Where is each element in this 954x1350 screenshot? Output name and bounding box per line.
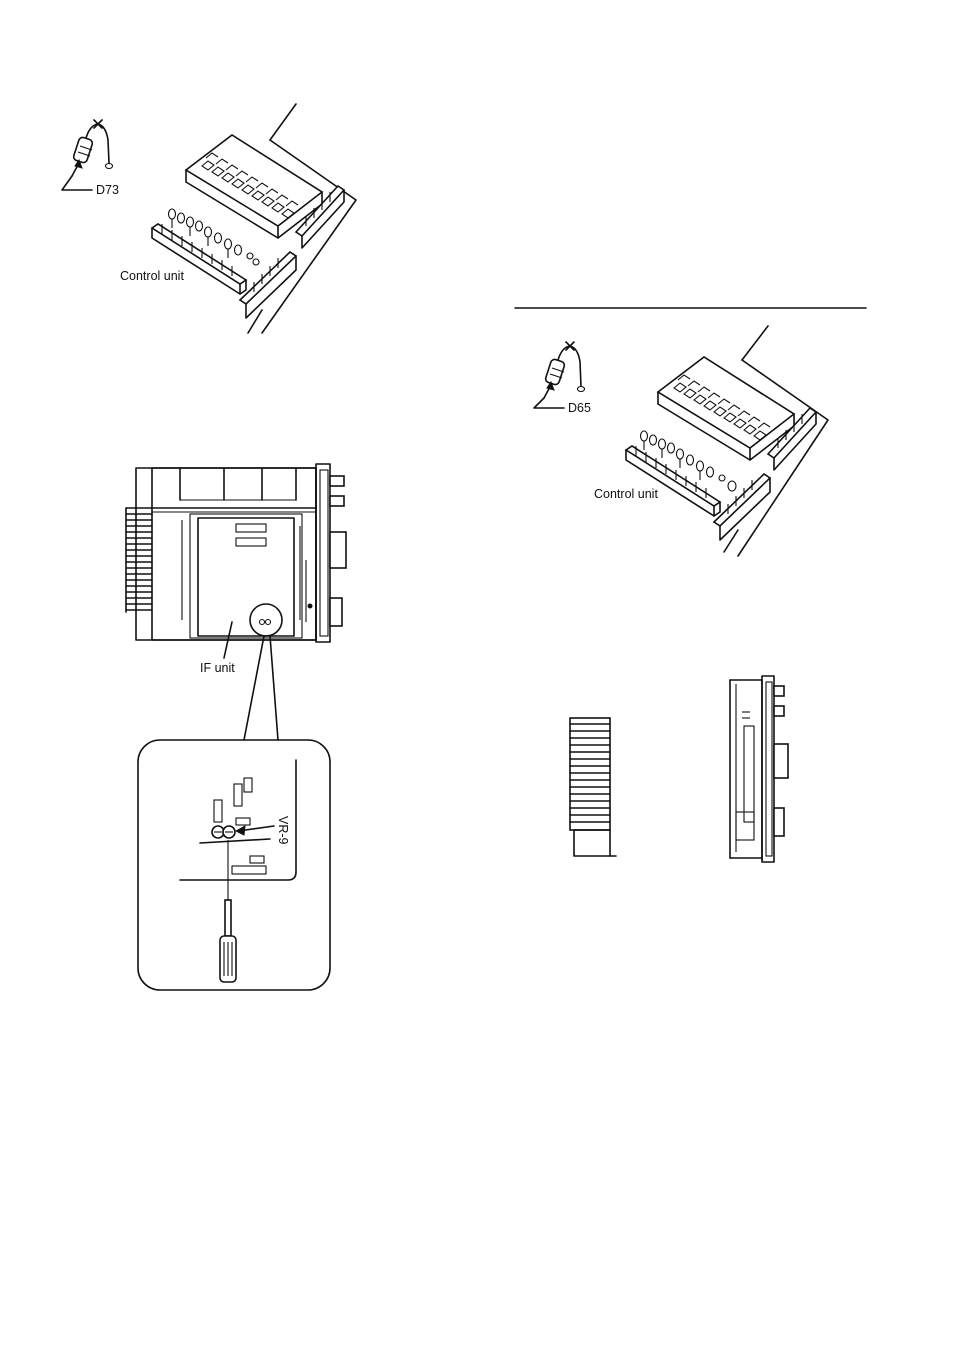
heatsink-fins-top-view — [126, 508, 152, 612]
ic-block-top — [186, 135, 322, 238]
connector-right-left — [626, 446, 720, 516]
label-control-unit-right: Control unit — [594, 487, 658, 501]
diode-d65 — [534, 342, 585, 408]
label-control-unit-top: Control unit — [120, 269, 184, 283]
heatsink-side-view — [570, 718, 616, 856]
control-unit-diagram-top: D73 — [62, 104, 356, 333]
front-panel-side-view — [730, 676, 788, 862]
screwdriver-icon — [220, 840, 236, 982]
label-d73: D73 — [96, 183, 119, 197]
vr9-magnified-callout — [138, 740, 330, 990]
control-unit-diagram-right: D65 — [534, 326, 828, 556]
connector-top-left — [152, 224, 246, 294]
diode-d73 — [62, 120, 113, 190]
label-vr9: VR-9 — [276, 816, 290, 845]
ic-block-right — [658, 357, 794, 460]
label-d65: D65 — [568, 401, 591, 415]
if-unit-board — [198, 518, 294, 636]
transceiver-top-view — [126, 464, 346, 740]
label-if-unit: IF unit — [200, 661, 235, 675]
